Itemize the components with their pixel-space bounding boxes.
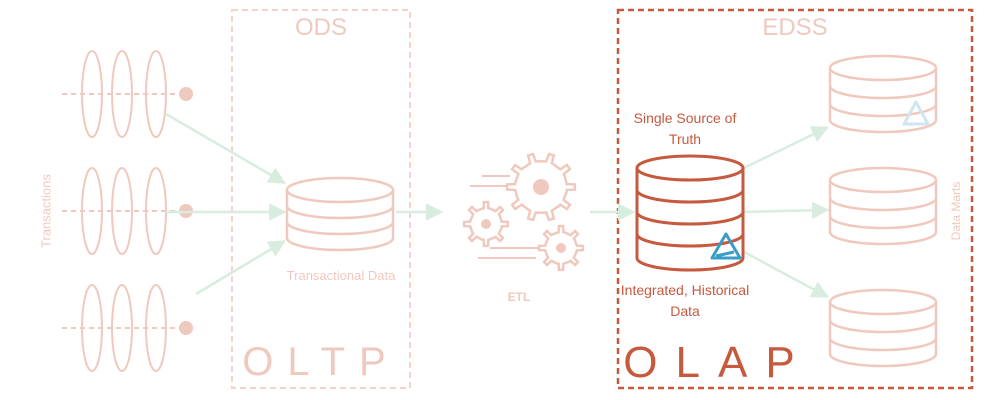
transaction-stream-3 <box>62 284 193 372</box>
ods-database-icon <box>285 176 395 252</box>
transactions-label: Transactions <box>38 174 54 248</box>
arrow-stream1-to-ods <box>165 112 287 184</box>
transaction-stream-1 <box>62 50 193 138</box>
etl-label: ETL <box>507 290 531 304</box>
data-mart-1-icon <box>828 54 938 134</box>
olap-label: OLAP <box>623 338 813 387</box>
arrow-stream3-to-ods <box>195 240 287 296</box>
edss-box <box>616 8 974 390</box>
ods-title: ODS <box>294 14 347 41</box>
arrow-edss-to-mart2 <box>743 201 830 220</box>
ods-box <box>231 9 411 389</box>
data-mart-3-icon <box>828 288 938 368</box>
edss-database-icon <box>635 154 745 272</box>
etl-gears-icon <box>462 152 585 272</box>
single-source-of-truth-label: Single Source of Truth <box>633 110 737 147</box>
transactional-data-label: Transactional Data <box>286 268 396 283</box>
arrow-edss-to-mart1 <box>743 126 830 170</box>
integrated-historical-data-label: Integrated, Historical Data <box>620 282 750 319</box>
data-marts-label: Data Marts <box>949 181 963 241</box>
edss-title: EDSS <box>762 14 828 41</box>
data-mart-2-icon <box>828 166 938 246</box>
oltp-label: OLTP <box>242 340 400 384</box>
arrow-edss-to-mart3 <box>743 250 830 298</box>
data-mart-logo-icon <box>902 100 930 126</box>
logo-icon <box>710 232 742 260</box>
